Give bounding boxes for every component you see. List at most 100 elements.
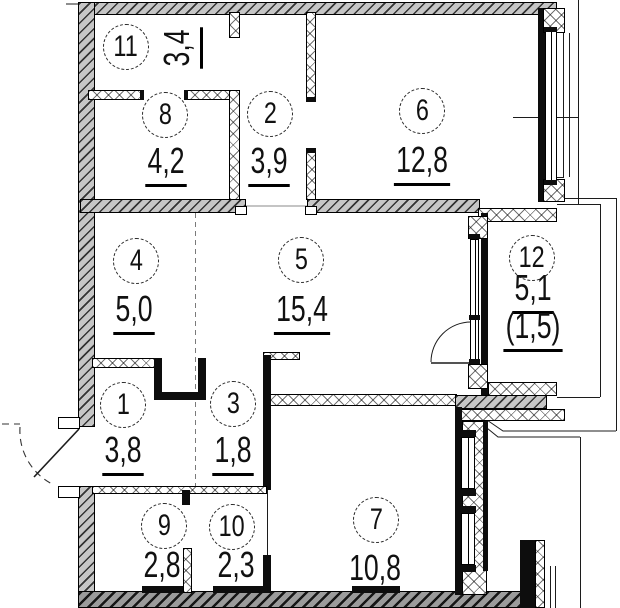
room-area-value: 3,8 bbox=[102, 431, 144, 476]
terrace-step-frame bbox=[481, 423, 580, 438]
exterior-wall-left-upper bbox=[78, 2, 95, 427]
window-jamb-top bbox=[543, 8, 565, 33]
room-number-text: 3 bbox=[226, 387, 240, 420]
room-area-value: 3,4 bbox=[156, 27, 203, 69]
balcony-door-arc bbox=[430, 321, 472, 363]
room-number-badge-2: 2 bbox=[247, 91, 293, 137]
window-cap bbox=[469, 234, 480, 239]
window-cap bbox=[460, 489, 476, 496]
room-number-badge-5: 5 bbox=[278, 237, 324, 283]
window-cap bbox=[544, 27, 557, 32]
partition-room11-left bbox=[88, 90, 142, 100]
room-area-value: 5,0 bbox=[113, 290, 155, 335]
opening-jamb-right bbox=[305, 206, 317, 215]
window-room6 bbox=[545, 31, 557, 181]
room-number-text: 4 bbox=[129, 244, 143, 277]
wall-room7-top-band bbox=[458, 409, 565, 421]
room-number-badge-3: 3 bbox=[210, 381, 256, 427]
interior-wall-middle-left bbox=[80, 199, 246, 213]
room-number-text: 5 bbox=[294, 243, 308, 276]
door-jamb-room6 bbox=[306, 97, 316, 102]
room-number-text: 6 bbox=[415, 94, 429, 127]
wall-room6-right bbox=[538, 8, 545, 202]
room-number-text: 11 bbox=[113, 30, 139, 63]
exterior-wall-top bbox=[86, 2, 557, 15]
wall-room5-room7 bbox=[263, 394, 457, 406]
window-jamb-bottom bbox=[543, 179, 565, 202]
room-area-label: 15,4 bbox=[237, 290, 367, 335]
window-cap bbox=[460, 506, 476, 513]
room-number-text: 12 bbox=[518, 241, 546, 274]
door-jamb-room6 bbox=[306, 148, 316, 153]
window-cap bbox=[469, 359, 480, 364]
balcony-top-band bbox=[478, 208, 557, 222]
room-area-label: 12,8 bbox=[357, 141, 487, 186]
room-area-value: 2,8 bbox=[143, 543, 181, 585]
balcony-jamb-bottom bbox=[468, 364, 488, 389]
room-number-text: 9 bbox=[157, 509, 171, 542]
room-number-badge-9: 9 bbox=[141, 503, 187, 549]
window-cap bbox=[460, 565, 476, 572]
wall-stub-bathrooms bbox=[182, 490, 190, 505]
room-number-badge-1: 1 bbox=[100, 382, 146, 428]
entrance-door-arc bbox=[19, 426, 55, 486]
wall-room7-right-inner bbox=[455, 407, 462, 595]
room-number-text: 10 bbox=[218, 510, 246, 543]
room-area-label: 2,8 bbox=[97, 545, 227, 589]
room-area-label: 1,8 bbox=[168, 431, 298, 476]
wall-room3-room7 bbox=[263, 355, 271, 490]
balcony-bottom-band bbox=[488, 382, 557, 396]
partition-stub-room11 bbox=[229, 12, 240, 38]
room-area-value: (1,5) bbox=[503, 307, 563, 352]
room-number-badge-10: 10 bbox=[209, 504, 255, 550]
room-number-badge-7: 7 bbox=[353, 497, 399, 543]
partition-room8-room2 bbox=[229, 90, 240, 200]
room-area-value: 15,4 bbox=[273, 290, 331, 335]
interior-wall-middle-right bbox=[307, 199, 480, 213]
room-number-text: 7 bbox=[369, 503, 383, 536]
balcony-jamb-top bbox=[468, 216, 488, 239]
room-area-value: 12,8 bbox=[393, 141, 451, 186]
threshold-bar-room9 bbox=[142, 586, 183, 593]
room-number-badge-4: 4 bbox=[113, 238, 159, 284]
threshold-bar-room10 bbox=[213, 586, 263, 593]
room-number-badge-11: 11 bbox=[103, 24, 149, 70]
room-number-text: 1 bbox=[116, 388, 130, 421]
partition-room2-room6-upper bbox=[306, 12, 316, 100]
balcony-left-wall bbox=[481, 213, 488, 397]
balcony-window-door-frame bbox=[470, 239, 479, 361]
window-room7-upper bbox=[461, 437, 475, 489]
entrance-door-leaf bbox=[33, 428, 80, 478]
balcony-inner-frame bbox=[557, 204, 601, 397]
room-number-badge-12: 12 bbox=[509, 235, 555, 281]
entrance-door-jamb-top bbox=[58, 417, 80, 429]
duct-wall-left bbox=[154, 358, 162, 400]
exterior-wall-bottom bbox=[78, 591, 522, 608]
room-area-value: 2,3 bbox=[217, 543, 255, 585]
exterior-wall-left-lower bbox=[78, 486, 95, 608]
partition-room2-room6-lower bbox=[306, 150, 316, 200]
duct-wall-right bbox=[198, 358, 206, 400]
room-area-value: 1,8 bbox=[212, 431, 254, 476]
window-cap bbox=[544, 180, 557, 185]
room-number-badge-8: 8 bbox=[142, 92, 188, 138]
room-area-value: 4,2 bbox=[145, 142, 187, 187]
balcony-outer-frame bbox=[557, 198, 617, 431]
threshold-bar-room7 bbox=[352, 586, 400, 593]
wall-room7-top-right bbox=[455, 395, 547, 409]
room-number-badge-6: 6 bbox=[399, 88, 445, 134]
duct-wall-bottom bbox=[154, 392, 206, 400]
window-cap bbox=[460, 430, 476, 437]
corner-column bbox=[520, 540, 535, 608]
wall-room4-room1 bbox=[92, 358, 158, 368]
wall-room7-right-outer bbox=[483, 421, 488, 571]
door-jamb-room8 bbox=[140, 90, 144, 100]
partition-room9-room10 bbox=[183, 548, 192, 593]
room-area-label: 3,8 bbox=[58, 431, 188, 476]
room-area-value: 10,8 bbox=[349, 546, 401, 588]
room-area-label: 4,2 bbox=[101, 142, 231, 187]
room-number-text: 2 bbox=[263, 97, 277, 130]
door-jamb-room8 bbox=[184, 90, 188, 100]
room-number-text: 8 bbox=[158, 98, 172, 131]
opening-jamb-left bbox=[235, 206, 247, 215]
